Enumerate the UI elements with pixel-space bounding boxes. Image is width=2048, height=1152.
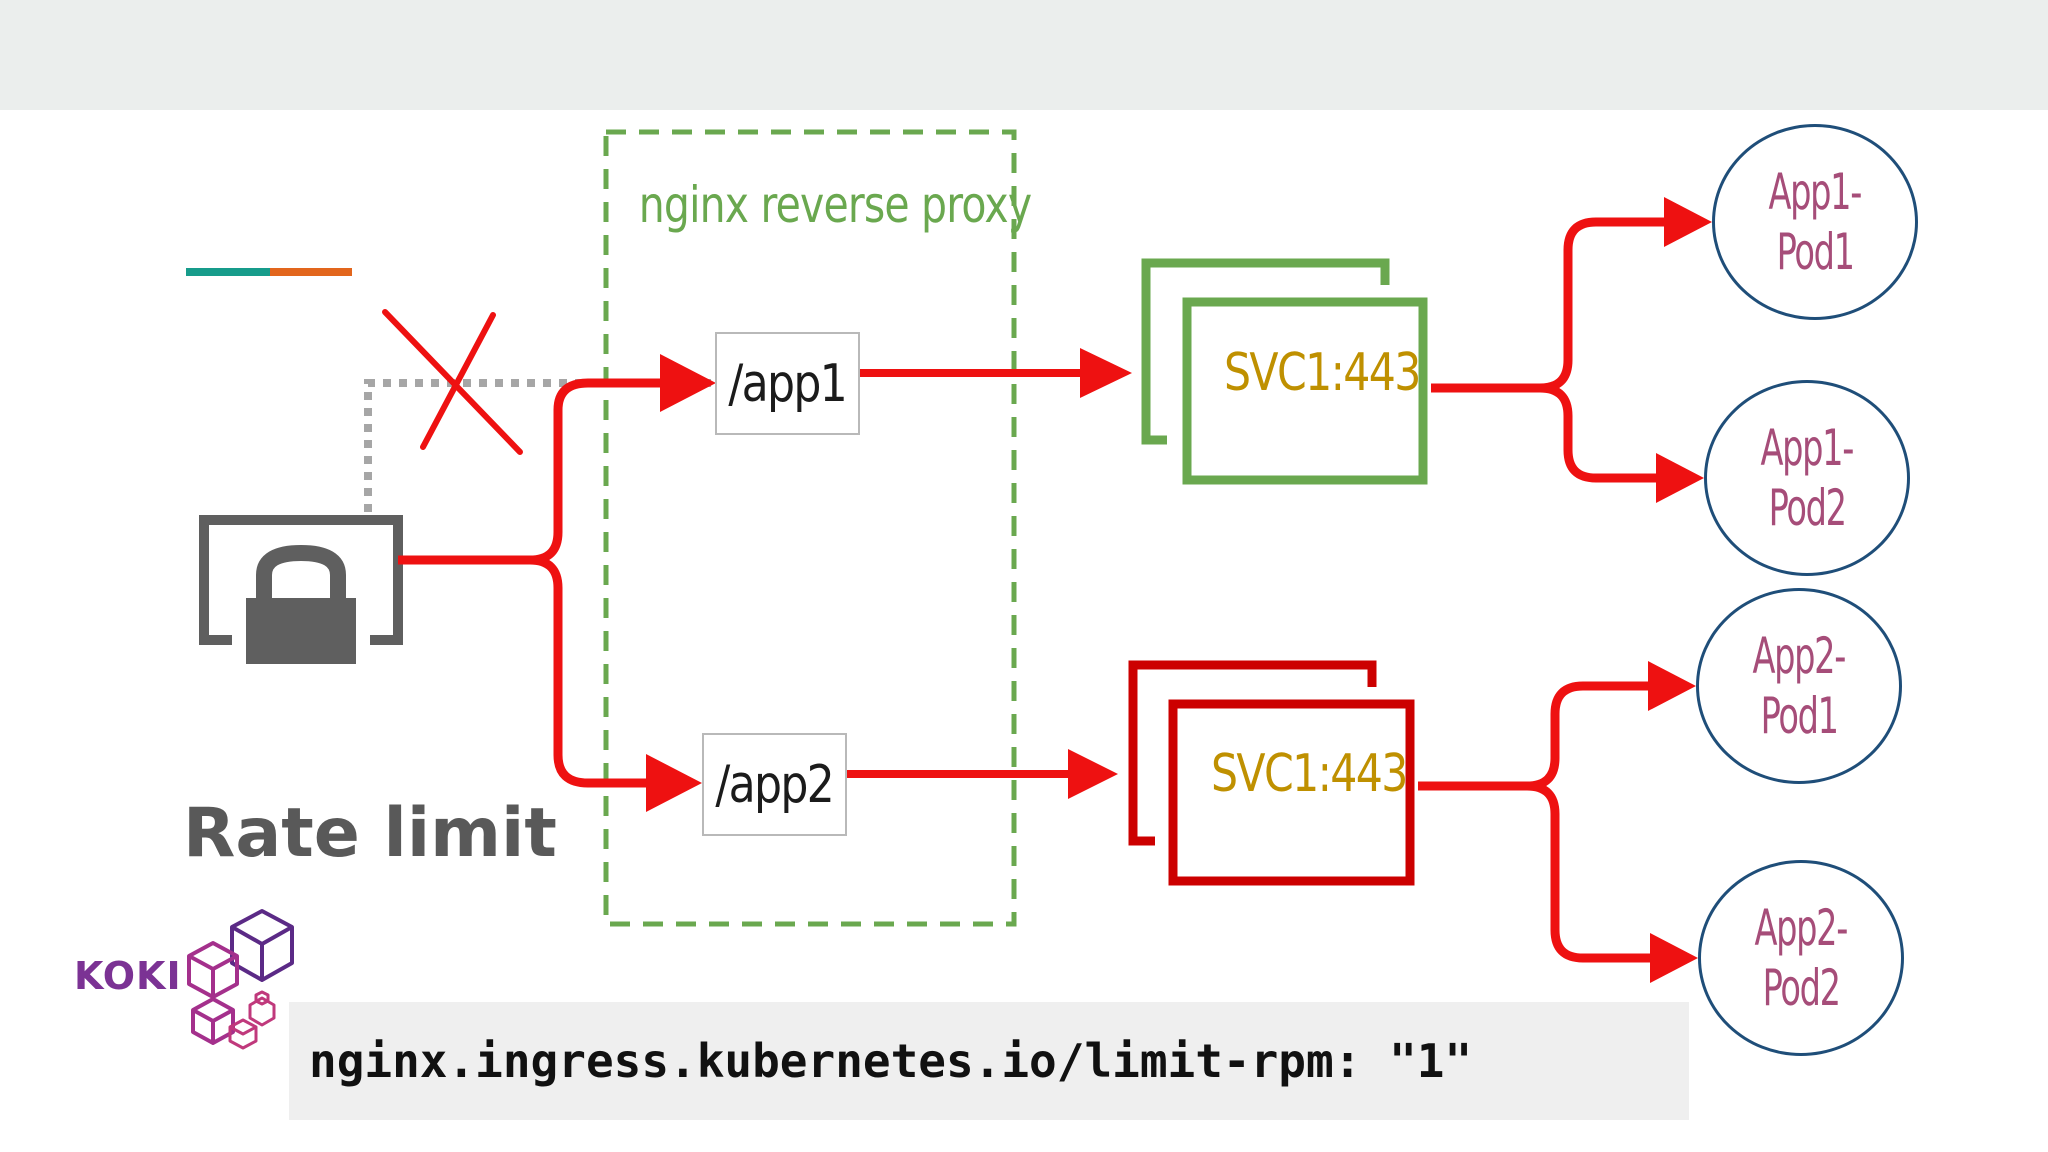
client-arrows: [398, 378, 671, 788]
proxy-title: nginx reverse proxy: [638, 176, 1032, 234]
service-2-stack: [1128, 660, 1415, 886]
service-2-label: SVC1:443: [1211, 744, 1408, 804]
arrowhead-svc1: [1080, 348, 1132, 398]
annotation-code-box: nginx.ingress.kubernetes.io/limit-rpm: "…: [289, 1002, 1689, 1120]
route-app2-label: /app2: [715, 754, 835, 815]
arrowhead-app2: [646, 754, 702, 812]
cubes-icon: [187, 909, 294, 1050]
pod-app1-pod2-line1: App1-: [1760, 419, 1855, 477]
koki-logo: KOKI: [74, 954, 182, 998]
pod-app1-pod1-line1: App1-: [1768, 163, 1863, 221]
arrowhead-app1: [660, 354, 716, 412]
pod-app2-pod1-line2: Pod1: [1760, 687, 1838, 745]
arrowhead-pod3: [1648, 661, 1696, 711]
accent-bar-teal: [186, 268, 270, 276]
pod-app1-pod1-line2: Pod1: [1776, 223, 1854, 281]
service-1-label: SVC1:443: [1224, 343, 1421, 403]
arrowhead-pod2: [1656, 453, 1704, 503]
annotation-code: nginx.ingress.kubernetes.io/limit-rpm: "…: [309, 1034, 1473, 1088]
pod-app2-pod2: App2-Pod2: [1698, 860, 1904, 1056]
pod-app2-pod1: App2-Pod1: [1696, 588, 1902, 784]
blocked-path: [364, 379, 715, 512]
pod-arrows-1: [1431, 217, 1670, 483]
pod-app2-pod1-line1: App2-: [1752, 627, 1847, 685]
proxy-container: [603, 129, 1017, 927]
arrowhead-svc2: [1068, 749, 1118, 799]
route-app1-label: /app1: [728, 353, 848, 414]
cross-icon: [382, 309, 523, 455]
rate-limit-title: Rate limit: [183, 794, 557, 873]
top-bar: [0, 0, 2048, 110]
pod-app2-pod2-line1: App2-: [1754, 899, 1849, 957]
service-1-stack: [1141, 258, 1428, 485]
route-app2: /app2: [702, 733, 847, 836]
arrowhead-pod1: [1664, 197, 1712, 247]
lock-icon: [199, 515, 403, 664]
pod-app1-pod2: App1-Pod2: [1704, 380, 1910, 576]
pod-app1-pod2-line2: Pod2: [1768, 479, 1846, 537]
pod-arrows-2: [1418, 681, 1656, 963]
pod-app2-pod2-line2: Pod2: [1762, 959, 1840, 1017]
arrowhead-pod4: [1650, 933, 1698, 983]
accent-bar-orange: [270, 268, 352, 276]
route-app1: /app1: [715, 332, 860, 435]
pod-app1-pod1: App1-Pod1: [1712, 124, 1918, 320]
